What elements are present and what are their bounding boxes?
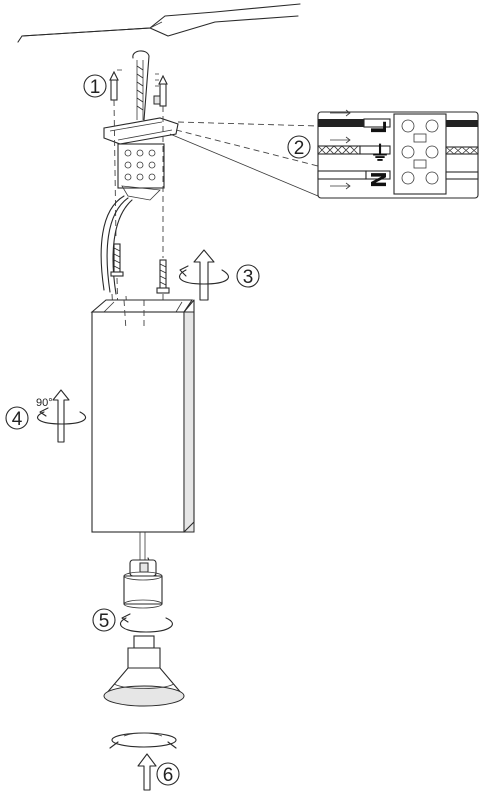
lamp-socket xyxy=(123,532,163,609)
svg-text:5: 5 xyxy=(99,611,110,632)
svg-text:6: 6 xyxy=(163,765,174,786)
mounting-bracket xyxy=(103,50,179,258)
rotation-angle-label: 90° xyxy=(36,397,53,409)
step-badge-3: 3 xyxy=(236,264,260,288)
ceiling xyxy=(17,3,301,43)
svg-text:4: 4 xyxy=(12,409,23,430)
retaining-clip xyxy=(109,732,177,749)
step-badge-1: 1 xyxy=(83,74,107,98)
svg-text:2: 2 xyxy=(294,138,305,159)
terminal-label-earth: ⏚ xyxy=(370,141,390,165)
terminal-label-live: L xyxy=(367,121,391,134)
terminal-label-neutral: N xyxy=(367,171,391,188)
step-badge-6: 6 xyxy=(156,762,180,786)
gu10-lamp xyxy=(103,635,185,707)
pendant-housing xyxy=(90,299,195,533)
wiring-detail: L ⏚ N xyxy=(317,109,479,199)
push-arrow-step-6 xyxy=(137,753,157,791)
rotate-arrow-step-4: 90° xyxy=(36,389,86,443)
step-badge-4: 4 xyxy=(5,406,29,430)
svg-text:1: 1 xyxy=(90,77,101,98)
rotate-arrow-step-5 xyxy=(120,613,173,633)
svg-text:3: 3 xyxy=(243,267,254,288)
step-badge-5: 5 xyxy=(92,608,116,632)
detail-leader-lines xyxy=(169,121,319,197)
step-badge-2: 2 xyxy=(287,135,311,159)
rotate-arrow-step-3 xyxy=(179,249,229,301)
